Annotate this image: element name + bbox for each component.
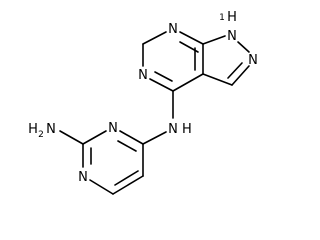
bond-n5-c4: [149, 78, 174, 92]
atom-n2: N: [248, 53, 258, 68]
atom-n7: N: [168, 22, 178, 37]
bond-c6p-c5p-double: [114, 170, 139, 186]
atom-n1-lower: N: [78, 170, 88, 185]
pyrimidine-ring-fused: [142, 31, 204, 92]
bond-c3-c3a: [202, 73, 233, 86]
bond-n5-c4-double: [154, 71, 173, 82]
bond-c2p-nh2: [59, 130, 84, 145]
bond-n1p-c6p: [89, 179, 114, 195]
bond-n2-c3: [231, 65, 250, 86]
atom-amino-n: N: [46, 122, 56, 137]
atom-amino-subscript: 2: [38, 130, 44, 140]
bond-c6p-c5p: [112, 175, 144, 195]
bond-c7a-n1: [202, 35, 226, 45]
bond-n7-c6: [142, 31, 167, 45]
atom-amino-h: H: [28, 122, 38, 137]
aminopyrimidine-ring: [59, 130, 144, 195]
pyrazole-ring: [202, 35, 250, 86]
atom-nh-hydrogen: H: [182, 122, 192, 137]
atom-nh: N: [168, 122, 178, 137]
atom-n3-lower: N: [108, 121, 118, 136]
bond-c4p-n3p-double: [117, 140, 137, 152]
chemical-structure-diagram: N N 1 H N N N H N N H 2 N: [28, 10, 258, 195]
bond-c7a-n7: [179, 31, 204, 45]
bond-c4p-n3p: [119, 130, 144, 145]
atom-n1: N: [227, 29, 237, 44]
bond-n1-n2: [237, 41, 250, 53]
bond-nh-c4p: [142, 131, 167, 145]
bond-n3p-c2p: [82, 130, 107, 145]
atom-n5: N: [138, 68, 148, 83]
atom-n1-locant: 1: [219, 13, 225, 23]
atom-n1-hydrogen: H: [227, 10, 237, 25]
bond-c4-c3a: [172, 73, 204, 92]
bond-n2-c3-double: [227, 62, 243, 79]
